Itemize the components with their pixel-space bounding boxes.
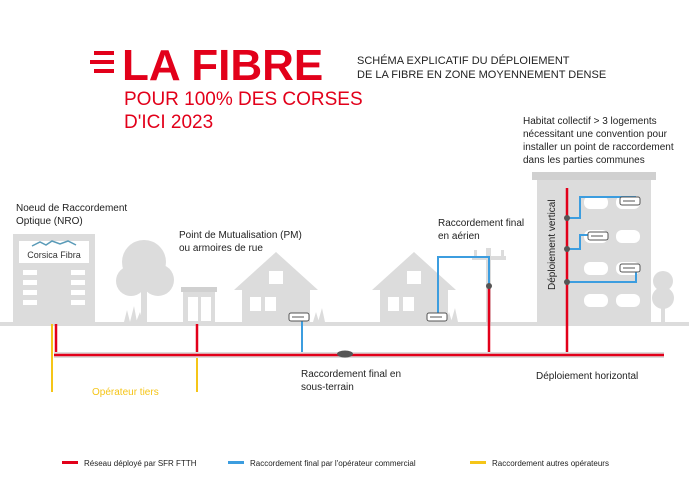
legend-label-blue: Raccordement final par l'opérateur comme… bbox=[250, 459, 416, 468]
collectif-label-line-2: nécessitant une convention pour bbox=[523, 129, 668, 140]
termination-box-icon bbox=[619, 196, 641, 206]
horizontal-deployment-label: Déploiement horizontal bbox=[536, 371, 638, 382]
pm-label-line-2: ou armoires de rue bbox=[179, 243, 263, 254]
nro-label-line-1: Noeud de Raccordement bbox=[16, 203, 127, 214]
scheme-title-line-2: DE LA FIBRE EN ZONE MOYENNEMENT DENSE bbox=[357, 69, 606, 81]
legend-swatch-yellow bbox=[470, 461, 486, 464]
ground-line bbox=[0, 322, 689, 326]
collectif-label-line-4: dans les parties communes bbox=[523, 155, 645, 166]
pm-label-line-1: Point de Mutualisation (PM) bbox=[179, 230, 302, 241]
underground-label-line-2: sous-terrain bbox=[301, 382, 354, 393]
termination-box-icon bbox=[288, 312, 310, 322]
pm-cabinet-icon bbox=[181, 287, 217, 324]
grass-icon bbox=[124, 306, 458, 322]
legend-label-yellow: Raccordement autres opérateurs bbox=[492, 459, 609, 468]
termination-box-icon bbox=[587, 231, 609, 241]
legend: Réseau déployé par SFR FTTH Raccordement… bbox=[62, 459, 609, 468]
subtitle-line-2: D'ICI 2023 bbox=[124, 112, 213, 133]
aerial-label-line-2: en aérien bbox=[438, 231, 480, 242]
aerial-label-line-1: Raccordement final bbox=[438, 218, 524, 229]
vertical-deployment-label: Déploiement vertical bbox=[547, 199, 558, 290]
tree-icon bbox=[652, 271, 674, 324]
legend-swatch-blue bbox=[228, 461, 244, 464]
main-title: LA FIBRE bbox=[122, 41, 323, 90]
tree-icon bbox=[116, 240, 174, 324]
scheme-title-line-1: SCHÉMA EXPLICATIF DU DÉPLOIEMENT bbox=[357, 54, 570, 67]
third-party-label: Opérateur tiers bbox=[92, 387, 159, 398]
legend-swatch-red bbox=[62, 461, 78, 464]
legend-label-red: Réseau déployé par SFR FTTH bbox=[84, 459, 197, 468]
underground-label-line-1: Raccordement final en bbox=[301, 369, 401, 380]
nro-building-icon bbox=[13, 234, 95, 324]
nro-brand-logo: Corsica Fibra bbox=[27, 250, 81, 260]
termination-box-icon bbox=[619, 263, 641, 273]
termination-box-icon bbox=[426, 312, 448, 322]
title-speed-lines bbox=[90, 51, 114, 73]
collectif-label-line-3: installer un point de raccordement bbox=[523, 142, 674, 153]
junction-nodes bbox=[337, 215, 570, 358]
subtitle-line-1: POUR 100% DES CORSES bbox=[124, 89, 363, 110]
collectif-label-line-1: Habitat collectif > 3 logements bbox=[523, 116, 657, 127]
nro-label-line-2: Optique (NRO) bbox=[16, 216, 83, 227]
